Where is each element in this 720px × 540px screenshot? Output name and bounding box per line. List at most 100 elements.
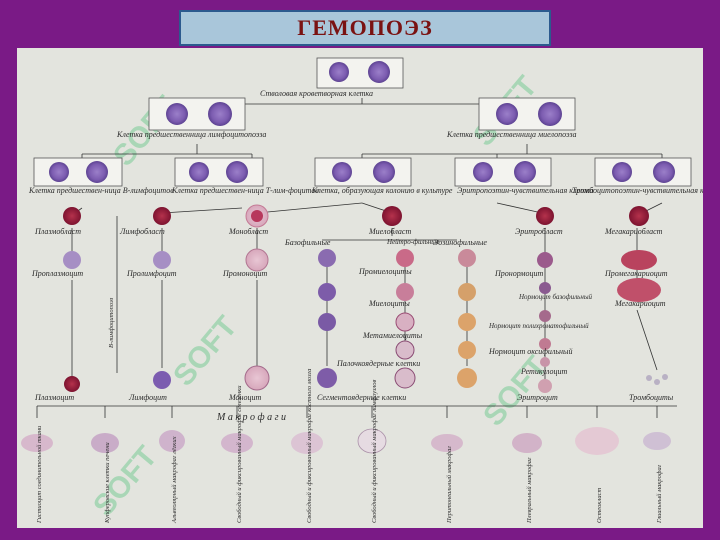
page-title: ГЕМОПОЭЗ bbox=[297, 15, 433, 40]
myelo-prog-cell-a bbox=[496, 103, 518, 125]
reticulocyte-cell bbox=[540, 357, 550, 367]
cfu-cell-b bbox=[373, 161, 395, 183]
pronormocyte-cell bbox=[537, 252, 553, 268]
eosino-promyelocyte-cell bbox=[458, 249, 476, 267]
megakaryocyte-label: Мегакариоцит bbox=[614, 299, 666, 308]
lymphoblast-cell bbox=[153, 207, 171, 225]
erythro-sens-cell-b bbox=[514, 161, 536, 183]
b-lymphopoiesis-label: B-лимфоцитопоэз bbox=[108, 297, 115, 348]
b-prog-cell-a bbox=[49, 162, 69, 182]
macrophage-label-5: Свободный и фиксированный макрофаг костн… bbox=[306, 369, 313, 523]
hematopoiesis-diagram: SOFT SOFT SOFT SOFT SOFT bbox=[17, 48, 703, 528]
stem-cell-b bbox=[368, 61, 390, 83]
myeloblast-label: Миелобласт bbox=[368, 227, 411, 236]
normocyte-oxy-label: Нормоцит оксифильный bbox=[488, 347, 572, 356]
macrophage-cell-10 bbox=[643, 432, 671, 450]
macrophage-label-7: Перитонеальный макрофаг bbox=[446, 446, 453, 524]
erythro-sens-label: Эритропоэтин-чувствительная клетка bbox=[457, 186, 594, 195]
eosino-metamyelocyte-cell bbox=[458, 313, 476, 331]
proplasmocyte-cell bbox=[63, 251, 81, 269]
erythro-sens-cell-a bbox=[473, 162, 493, 182]
promyelocytes-label: Промиелоциты bbox=[358, 267, 412, 276]
lymph-prog-cell-a bbox=[166, 103, 188, 125]
macrophage-label-9: Остеокласт bbox=[596, 487, 603, 523]
thrombocyte-3 bbox=[662, 374, 668, 380]
macrophage-label-2: Купферовские клетки печени bbox=[104, 442, 111, 524]
monoblast-nucleus bbox=[251, 210, 263, 222]
segmented-label: Сегментоядерные клетки bbox=[317, 393, 406, 402]
segmented-baso-cell bbox=[317, 368, 337, 388]
macrophage-cell-4 bbox=[221, 433, 253, 453]
thrombo-sens-label: Тромбоцитопоэтин-чувствительная клетка bbox=[572, 186, 703, 195]
myelo-prog-cell-b bbox=[538, 102, 562, 126]
erythroblast-cell bbox=[536, 207, 554, 225]
macrophage-label-10: Глиальный макрофаг bbox=[656, 464, 663, 524]
poster-background bbox=[17, 48, 703, 528]
baso-myelocyte-cell bbox=[318, 283, 336, 301]
myeloblast-cell bbox=[382, 206, 402, 226]
neutro-myelocyte-cell bbox=[396, 283, 414, 301]
macrophages-label: М а к р о ф а г и bbox=[216, 412, 286, 423]
macrophage-label-1: Гистиоцит соединительной ткани bbox=[36, 425, 43, 524]
monocyte-label: Моноцит bbox=[228, 393, 262, 402]
eosinophilic-label: Эозинофильные bbox=[433, 238, 487, 247]
band-cell-neutro bbox=[395, 340, 415, 360]
thrombo-sens-box bbox=[594, 157, 692, 187]
normocyte-oxy-cell bbox=[539, 338, 551, 350]
macrophage-label-6: Свободный и фиксированный макрофаг лимфо… bbox=[371, 380, 378, 523]
promegakaryocyte-label: Промегакариоцит bbox=[604, 269, 668, 278]
b-prog-label: Клетка предшествен-ница B-лимфоцитов bbox=[28, 186, 174, 195]
thrombocyte-1 bbox=[646, 375, 652, 381]
macrophage-cell-6 bbox=[357, 428, 387, 454]
megakaryoblast-cell bbox=[629, 206, 649, 226]
pronormocyte-label: Пронормоцит bbox=[494, 269, 543, 278]
normocyte-baso-label: Нормоцит базофильный bbox=[518, 293, 593, 301]
normocyte-poly-cell bbox=[539, 310, 551, 322]
erythrocyte-cell bbox=[538, 379, 552, 393]
plasmocyte-cell bbox=[64, 376, 80, 392]
neutrophilic-label: Нейтро-фильные bbox=[386, 238, 439, 246]
title-box: ГЕМОПОЭЗ bbox=[179, 10, 551, 46]
b-prog-box bbox=[33, 157, 123, 187]
cfu-box bbox=[314, 157, 412, 187]
plasmoblast-label: Плазмобласт bbox=[34, 227, 81, 236]
proplasmocyte-label: Проплазмоцит bbox=[31, 269, 83, 278]
monoblast-label: Монобласт bbox=[228, 227, 268, 236]
promegakaryocyte-cell bbox=[621, 250, 657, 270]
thrombo-sens-cell-a bbox=[612, 162, 632, 182]
eosino-myelocyte-cell bbox=[458, 283, 476, 301]
promonocyte-label: Промоноцит bbox=[222, 269, 268, 278]
neutro-promyelocyte-cell bbox=[396, 249, 414, 267]
baso-promyelocyte-cell bbox=[318, 249, 336, 267]
band-cells-label: Палочкоядерные клетки bbox=[336, 359, 420, 368]
neutro-metamyelocyte-cell bbox=[395, 312, 415, 332]
thrombocytes-label: Тромбоциты bbox=[629, 393, 674, 402]
stem-cell-label: Стволовая кроветворная клетка bbox=[260, 89, 373, 98]
metamyelocytes-label: Метамиелоциты bbox=[362, 331, 423, 340]
segmented-eosino-cell bbox=[457, 368, 477, 388]
t-prog-cell-a bbox=[189, 162, 209, 182]
myelo-prog-label: Клетка предшественница миелопоэза bbox=[446, 130, 577, 139]
normocyte-poly-label: Нормоцит полихроматофильный bbox=[488, 322, 589, 330]
erythroblast-label: Эритробласт bbox=[515, 227, 563, 236]
plasmocyte-label: Плазмоцит bbox=[34, 393, 74, 402]
macrophage-cell-8 bbox=[512, 433, 542, 453]
segmented-neutro-cell bbox=[394, 367, 416, 389]
basophilic-label: Базофильные bbox=[284, 238, 331, 247]
erythro-sens-box bbox=[454, 157, 552, 187]
normocyte-baso-cell bbox=[539, 282, 551, 294]
monocyte-cell bbox=[244, 365, 270, 391]
megakaryocyte-cell bbox=[617, 278, 661, 302]
macrophage-cells bbox=[21, 427, 671, 455]
prolymphocyte-cell bbox=[153, 251, 171, 269]
thrombocyte-2 bbox=[654, 379, 660, 385]
macrophage-label-3: Альвеолярный макрофаг лёгких bbox=[171, 436, 178, 524]
cfu-label: Клетка, образующая колонию в культуре bbox=[311, 186, 453, 195]
lymph-prog-cell-b bbox=[208, 102, 232, 126]
lymphocyte-label: Лимфоцит bbox=[128, 393, 167, 402]
megakaryoblast-label: Мегакариобласт bbox=[604, 227, 663, 236]
myelocytes-label: Миелоциты bbox=[368, 299, 410, 308]
macrophage-cell-9 bbox=[575, 427, 619, 455]
t-prog-box bbox=[174, 157, 264, 187]
stem-cell-a bbox=[329, 62, 349, 82]
